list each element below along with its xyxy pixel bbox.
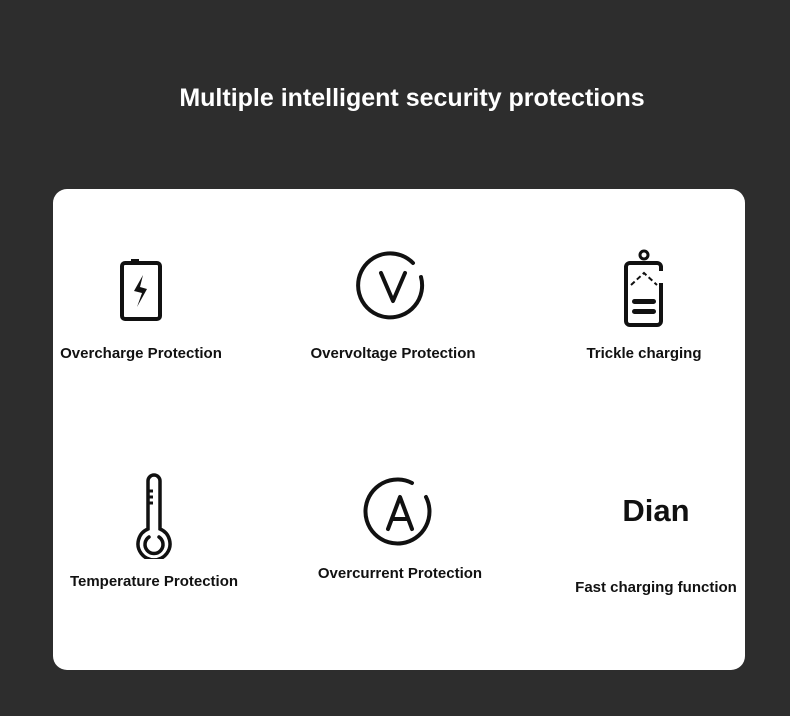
feature-label: Overvoltage Protection: [310, 345, 476, 362]
feature-overcurrent: Overcurrent Protection: [285, 475, 515, 582]
feature-overcharge: Overcharge Protection: [26, 249, 256, 362]
feature-label: Trickle charging: [586, 345, 702, 362]
dian-logo: Dian: [622, 493, 690, 528]
feature-label: Overcurrent Protection: [317, 565, 483, 582]
feature-label: Fast charging function: [575, 579, 737, 596]
feature-overvoltage: Overvoltage Protection: [278, 249, 508, 362]
feature-temperature: Temperature Protection: [39, 473, 269, 590]
feature-fast-charging: Dian Fast charging function: [541, 471, 771, 596]
features-card: Overcharge Protection Overvoltage Protec…: [53, 189, 745, 670]
ampere-circle-icon: [363, 477, 432, 546]
thermometer-icon: [136, 473, 172, 559]
feature-trickle: Trickle charging: [529, 249, 759, 362]
voltage-circle-icon: [356, 251, 425, 320]
feature-label: Overcharge Protection: [60, 345, 222, 362]
feature-label: Temperature Protection: [69, 573, 239, 590]
battery-bolt-icon: [120, 259, 162, 321]
battery-tag-icon: [624, 249, 663, 327]
page-title: Multiple intelligent security protection…: [179, 84, 645, 112]
